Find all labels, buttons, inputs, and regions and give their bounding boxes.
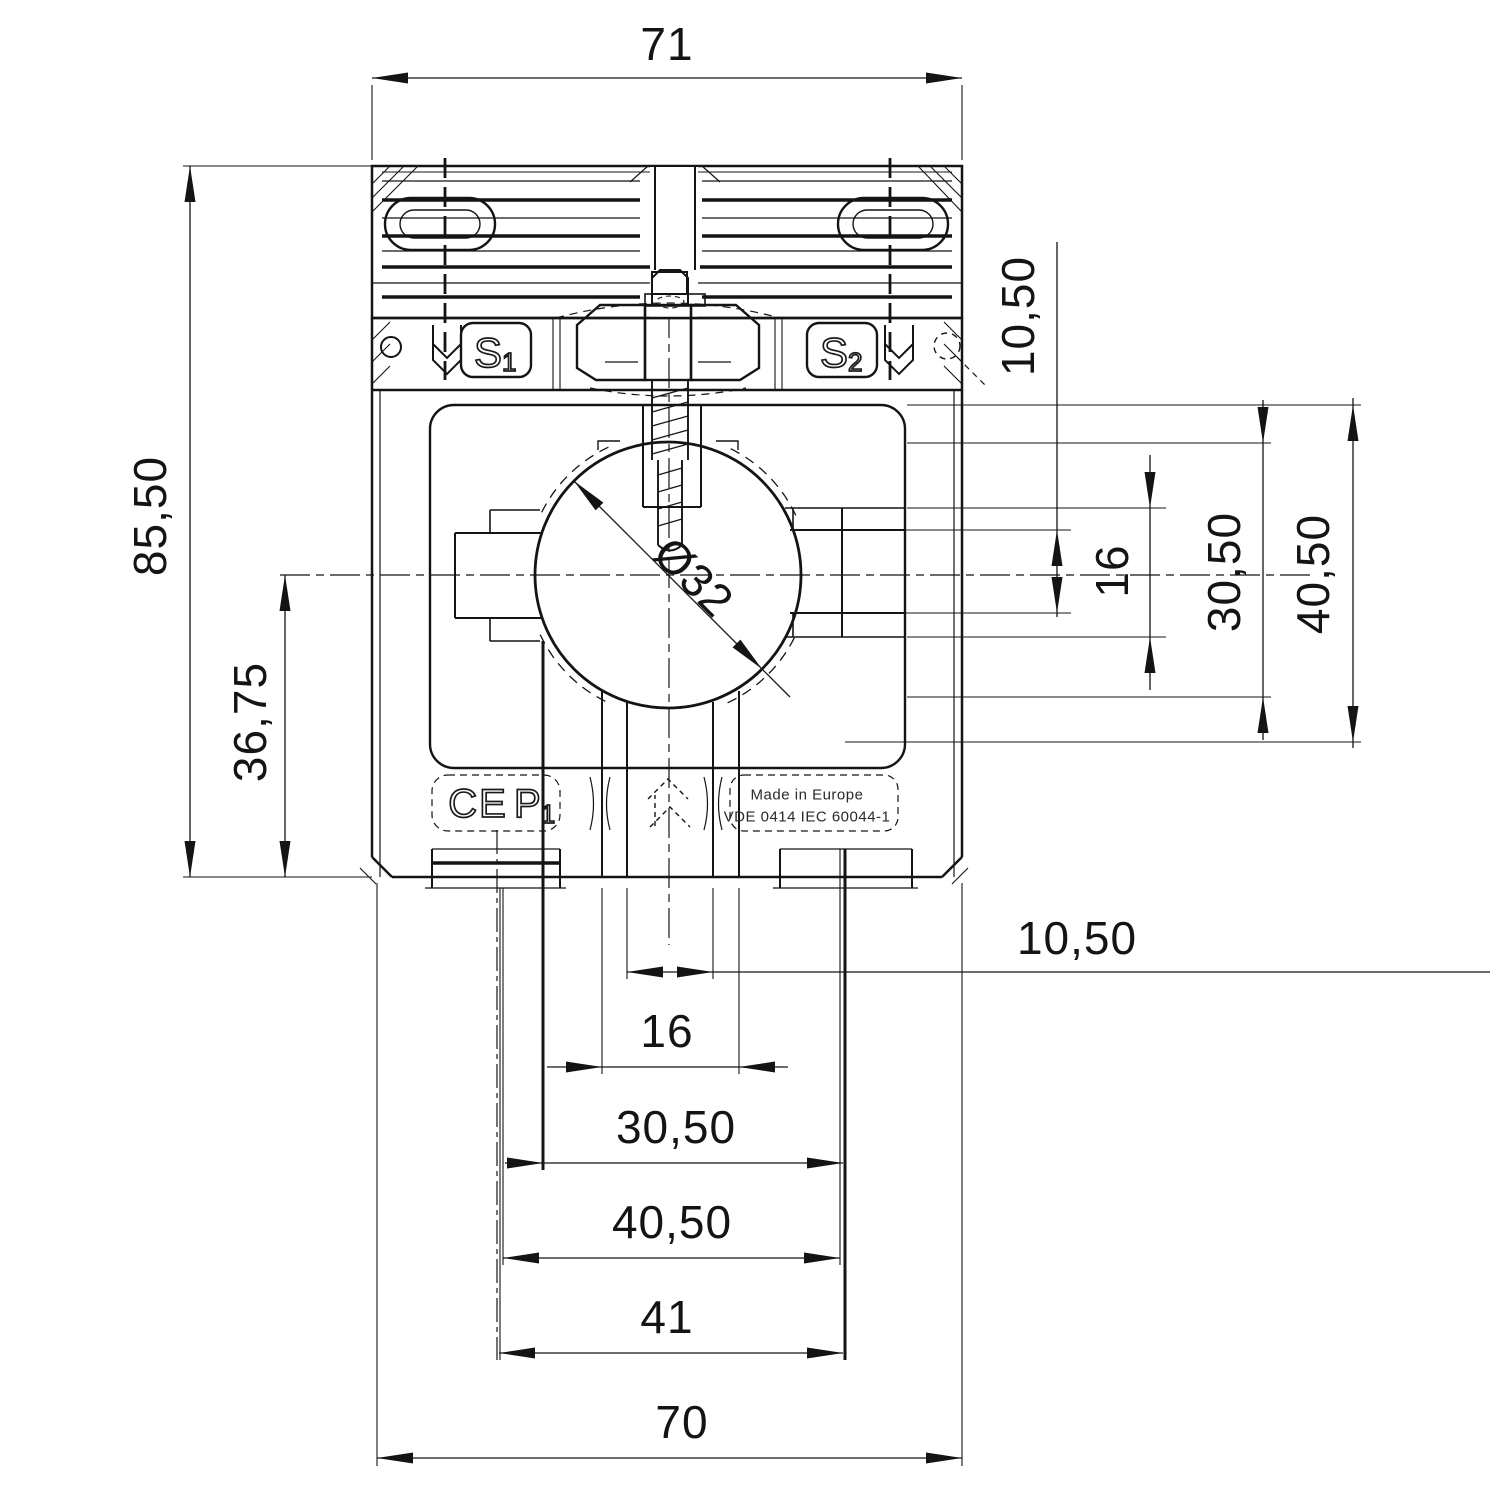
inner-panel bbox=[428, 403, 907, 770]
mold-lines bbox=[552, 318, 783, 390]
left-mounting-hole bbox=[380, 336, 402, 358]
made-in-text: Made in Europe bbox=[751, 787, 864, 804]
dim-bottom-slot-width-text: 10,50 bbox=[1017, 912, 1137, 964]
made-in-frame bbox=[729, 774, 899, 832]
dim-left-center-height-text: 36,75 bbox=[224, 662, 276, 782]
hole-dashed-arcs bbox=[539, 446, 797, 704]
dim-right-opening-height-text: 30,50 bbox=[1198, 512, 1250, 632]
bracket-glyphs bbox=[589, 776, 723, 831]
bottom-chamfers bbox=[371, 856, 963, 878]
dim-right-window-height: 16 bbox=[1086, 455, 1156, 690]
rod-tip bbox=[657, 544, 683, 552]
dim-bottom-fixing-width-text: 41 bbox=[640, 1291, 693, 1343]
left-clamp-symbol bbox=[432, 325, 462, 376]
right-extension-lines bbox=[845, 404, 1361, 743]
right-mounting-hole bbox=[933, 332, 961, 360]
body-outer-walls bbox=[370, 318, 964, 857]
right-screw-slot bbox=[836, 196, 950, 252]
bottom-extension-lines bbox=[376, 641, 963, 1466]
dim-left-total-height: 85,50 bbox=[124, 165, 372, 878]
bottom-slot bbox=[601, 691, 740, 877]
body-inner-walls bbox=[379, 390, 955, 877]
wing-right bbox=[689, 303, 761, 382]
dim-bottom-window-width-text: 16 bbox=[640, 1005, 693, 1057]
dim-top-width: 71 bbox=[371, 18, 963, 160]
dim-bottom-fixing-width: 41 bbox=[499, 1291, 843, 1359]
hole-circle bbox=[533, 440, 803, 710]
left-screw-slot-inner bbox=[399, 209, 481, 239]
s2-label-frame bbox=[805, 321, 879, 379]
ce-p1-frame bbox=[431, 774, 561, 832]
dim-bottom-slot-width: 10,50 bbox=[627, 912, 1490, 978]
terminal-row: S1 S2 bbox=[371, 269, 986, 552]
right-screw-slot-inner bbox=[852, 209, 934, 239]
top-terminal-block bbox=[370, 164, 964, 320]
dim-right-window-height-text: 16 bbox=[1086, 544, 1138, 597]
nut-center bbox=[643, 303, 693, 382]
chamfer-ticks bbox=[359, 867, 969, 885]
dim-bottom-plate-width: 40,50 bbox=[503, 1196, 840, 1264]
dim-right-slot-height: 10,50 bbox=[992, 242, 1063, 617]
dim-right-total-height-text: 40,50 bbox=[1287, 514, 1339, 634]
dim-bottom-total-width: 70 bbox=[377, 1396, 962, 1464]
top-notches bbox=[597, 440, 739, 450]
center-column bbox=[629, 165, 721, 317]
dim-bottom-plate-width-text: 40,50 bbox=[612, 1196, 732, 1248]
dim-left-total-height-text: 85,50 bbox=[124, 456, 176, 576]
left-screw-slot bbox=[383, 196, 497, 252]
ce-mark: CE bbox=[448, 782, 508, 826]
wing-left bbox=[575, 303, 647, 382]
foot-slots bbox=[431, 848, 913, 888]
corner-hatching bbox=[371, 165, 963, 213]
dim-bottom-window-width: 16 bbox=[547, 1005, 788, 1073]
dim-bottom-opening-width-text: 30,50 bbox=[616, 1101, 736, 1153]
label-row: CE P1 Made in Europe VDE 0414 IEC 60044-… bbox=[431, 774, 899, 832]
centerlines bbox=[280, 258, 1310, 1360]
screw-channel bbox=[642, 405, 702, 508]
wing-nut bbox=[555, 269, 781, 397]
s1-label: S1 bbox=[474, 329, 516, 378]
dim-right-opening-height: 30,50 bbox=[1198, 400, 1269, 740]
dim-right-slot-height-text: 10,50 bbox=[992, 256, 1044, 376]
center-hole bbox=[454, 405, 905, 877]
p1-label: P1 bbox=[514, 782, 555, 829]
standard-text: VDE 0414 IEC 60044-1 bbox=[724, 809, 891, 826]
dim-left-center-height: 36,75 bbox=[224, 575, 291, 877]
right-window bbox=[785, 507, 905, 638]
threaded-rod bbox=[651, 380, 689, 552]
right-foot-slot bbox=[779, 849, 913, 888]
busbar-plates-thick bbox=[382, 198, 952, 299]
molded-arrow-icon bbox=[647, 778, 691, 828]
busbar-plates-thin bbox=[372, 180, 962, 284]
dim-bottom-opening-width: 30,50 bbox=[505, 1101, 843, 1169]
left-window bbox=[454, 509, 543, 642]
dim-right-total-height: 40,50 bbox=[1287, 398, 1359, 748]
dim-top-width-text: 71 bbox=[640, 18, 693, 70]
dim-bottom-total-width-text: 70 bbox=[655, 1396, 708, 1448]
hex-head bbox=[651, 269, 689, 306]
s2-label: S2 bbox=[820, 329, 862, 378]
right-clamp-symbol bbox=[884, 325, 914, 376]
bolt-centerlines bbox=[443, 158, 892, 380]
